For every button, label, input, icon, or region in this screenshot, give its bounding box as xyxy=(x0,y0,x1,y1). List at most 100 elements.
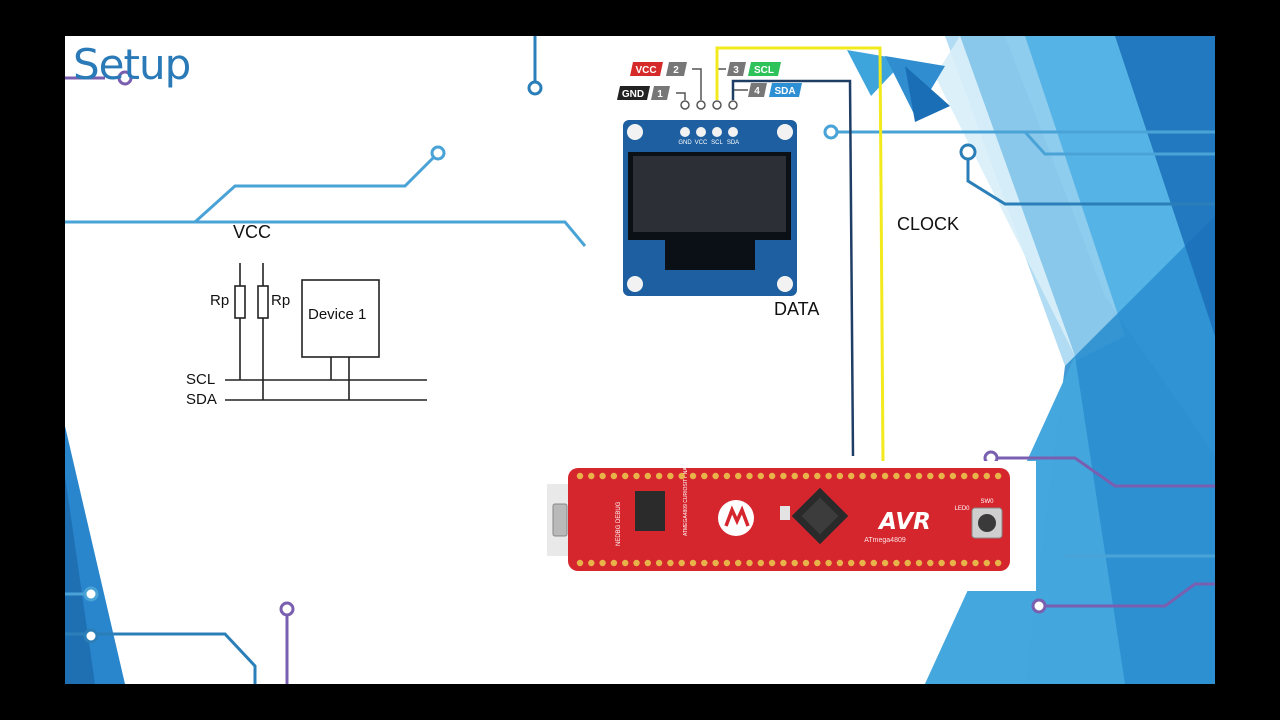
sda-label: SDA xyxy=(186,391,217,408)
board-pin-hole xyxy=(881,559,889,567)
board-pin-hole xyxy=(859,472,866,480)
device-1-box xyxy=(301,279,380,358)
data-label: DATA xyxy=(774,299,820,319)
board-pin-hole xyxy=(689,472,697,480)
board-pin-hole xyxy=(859,559,866,567)
board-pin-hole xyxy=(915,559,923,567)
clock-wire xyxy=(715,46,885,462)
oled-pin-number-3: 3 xyxy=(733,65,739,76)
board-pin-hole xyxy=(972,559,979,567)
board-pin-hole xyxy=(994,472,1002,480)
board-pin-hole xyxy=(938,559,945,567)
board-pin-hole xyxy=(610,559,618,567)
board-pin-hole xyxy=(983,559,990,567)
board-pin-hole xyxy=(735,559,742,567)
device-1-label: Device 1 xyxy=(308,306,367,323)
board-button-label: SW0 xyxy=(980,499,994,505)
board-pin-hole xyxy=(701,472,708,480)
board-pin-hole xyxy=(972,472,979,480)
oled-pin-name-gnd: GND xyxy=(622,89,644,100)
board-pin-hole xyxy=(881,472,889,480)
oled-board-pin-label: SCL xyxy=(711,140,723,146)
oled-module: GND VCC SCL SDA xyxy=(623,120,797,296)
board-pin-hole xyxy=(893,559,900,567)
board-pin-hole xyxy=(667,559,674,567)
oled-pin-number-1: 1 xyxy=(657,89,663,100)
board-pin-hole xyxy=(622,559,629,567)
board-pin-hole xyxy=(825,472,832,480)
decorative-background-shapes xyxy=(65,36,1215,684)
i2c-schematic xyxy=(225,263,427,401)
board-pin-hole xyxy=(667,472,674,480)
board-pin-holes xyxy=(576,472,1002,567)
board-debug-text: NEDBG DEBUG xyxy=(616,501,622,546)
board-pin-hole xyxy=(746,559,753,567)
board-pin-hole xyxy=(723,472,731,480)
oled-board-pin-label: VCC xyxy=(695,140,708,146)
resistor-1 xyxy=(234,285,246,319)
board-pin-hole xyxy=(961,559,968,567)
board-pin-hole xyxy=(768,472,776,480)
board-pin-hole xyxy=(893,472,900,480)
board-pin-hole xyxy=(927,472,934,480)
board-pin-hole xyxy=(644,559,651,567)
resistor-label-2: Rp xyxy=(271,292,291,309)
board-pin-hole xyxy=(678,472,685,480)
board-pin-hole xyxy=(588,472,595,480)
board-pin-hole xyxy=(655,559,663,567)
oled-pin-callouts: GND 1 VCC 2 3 SCL 4 SDA xyxy=(617,62,802,110)
resistor-2 xyxy=(257,285,269,319)
board-pin-hole xyxy=(927,559,934,567)
board-pin-hole xyxy=(712,472,719,480)
oled-board-pin-label: GND xyxy=(678,140,692,146)
board-pin-hole xyxy=(633,559,640,567)
board-pin-hole xyxy=(949,559,957,567)
board-pin-hole xyxy=(723,559,731,567)
board-pin-hole xyxy=(848,559,855,567)
oled-pin-name-vcc: VCC xyxy=(635,65,656,76)
board-pin-hole xyxy=(915,472,923,480)
board-pin-hole xyxy=(848,472,855,480)
board-pin-hole xyxy=(994,559,1002,567)
board-pin-hole xyxy=(814,559,821,567)
slide-graphics: GND VCC SCL SDA GND 1 VCC 2 xyxy=(65,36,1215,684)
board-pin-hole xyxy=(712,559,719,567)
vcc-label: VCC xyxy=(233,222,272,242)
oled-pin-number-4: 4 xyxy=(754,86,760,97)
board-chip: ATmega4809 xyxy=(864,537,906,544)
board-pin-hole xyxy=(780,472,787,480)
signal-wires xyxy=(715,46,885,462)
board-pin-hole xyxy=(644,472,651,480)
board-brand: AVR xyxy=(877,509,931,535)
board-side-text: ATMEGA4809 CURIOSITY NANO xyxy=(683,460,689,536)
board-pin-hole xyxy=(791,559,798,567)
board-pin-hole xyxy=(599,472,606,480)
board-pin-hole xyxy=(610,472,618,480)
board-pin-hole xyxy=(938,472,945,480)
board-pin-hole xyxy=(689,559,697,567)
resistor-label-1: Rp xyxy=(210,292,230,309)
board-pin-hole xyxy=(735,472,742,480)
board-pin-hole xyxy=(746,472,753,480)
board-pin-hole xyxy=(802,559,810,567)
board-pin-hole xyxy=(599,559,606,567)
board-pin-hole xyxy=(961,472,968,480)
avr-board: AVR ATmega4809 ATMEGA4809 CURIOSITY NANO… xyxy=(543,460,1036,591)
scl-label: SCL xyxy=(186,371,216,388)
oled-board-pin-label: SDA xyxy=(727,140,739,146)
board-pin-hole xyxy=(576,472,584,480)
board-pin-hole xyxy=(701,559,708,567)
board-pin-hole xyxy=(870,559,877,567)
board-pin-hole xyxy=(588,559,595,567)
board-pin-hole xyxy=(791,472,798,480)
board-pin-hole xyxy=(904,472,911,480)
board-pin-hole xyxy=(576,559,584,567)
board-pin-hole xyxy=(622,472,629,480)
board-pin-hole xyxy=(825,559,832,567)
board-pin-hole xyxy=(904,559,911,567)
oled-pin-name-sda: SDA xyxy=(774,86,795,97)
board-pin-hole xyxy=(655,472,663,480)
board-pin-hole xyxy=(814,472,821,480)
board-led-label: LED0 xyxy=(954,506,970,512)
board-pin-hole xyxy=(678,559,685,567)
